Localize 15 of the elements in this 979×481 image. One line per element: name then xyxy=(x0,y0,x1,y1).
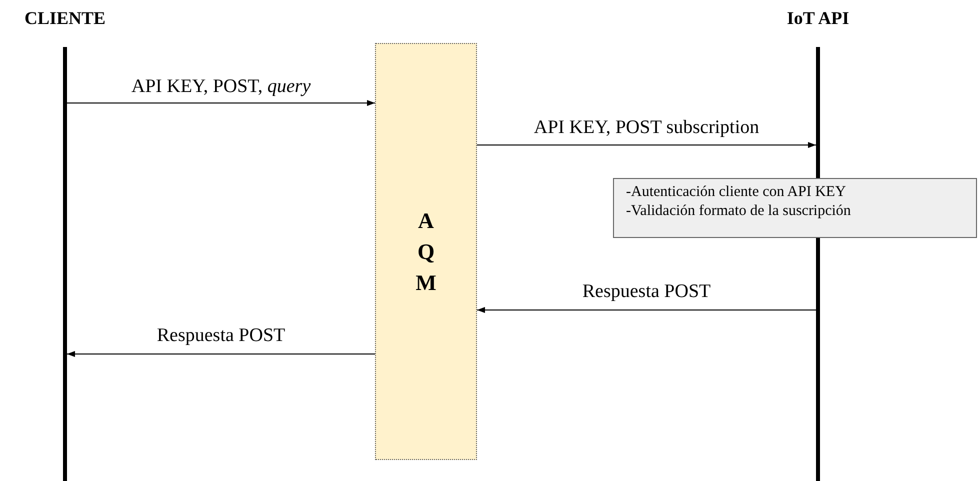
message-label: API KEY, POST, query xyxy=(131,76,311,98)
message-label: Respuesta POST xyxy=(582,281,711,303)
participant-name: IoT API xyxy=(786,8,850,29)
activation-box xyxy=(375,43,477,460)
message-arrow xyxy=(66,100,376,106)
message-arrow xyxy=(476,307,816,313)
box-label: A Q M xyxy=(415,207,437,297)
message-label: Respuesta POST xyxy=(156,325,286,347)
participant-name: CLIENTE xyxy=(23,8,107,29)
message-arrow xyxy=(66,351,376,357)
message-arrow xyxy=(476,142,816,148)
note-text: -Validación formato de la suscripción xyxy=(626,202,852,221)
message-label: API KEY, POST subscription xyxy=(534,117,760,139)
note-box xyxy=(613,178,977,238)
note-text: -Autenticación cliente con API KEY xyxy=(626,183,847,202)
